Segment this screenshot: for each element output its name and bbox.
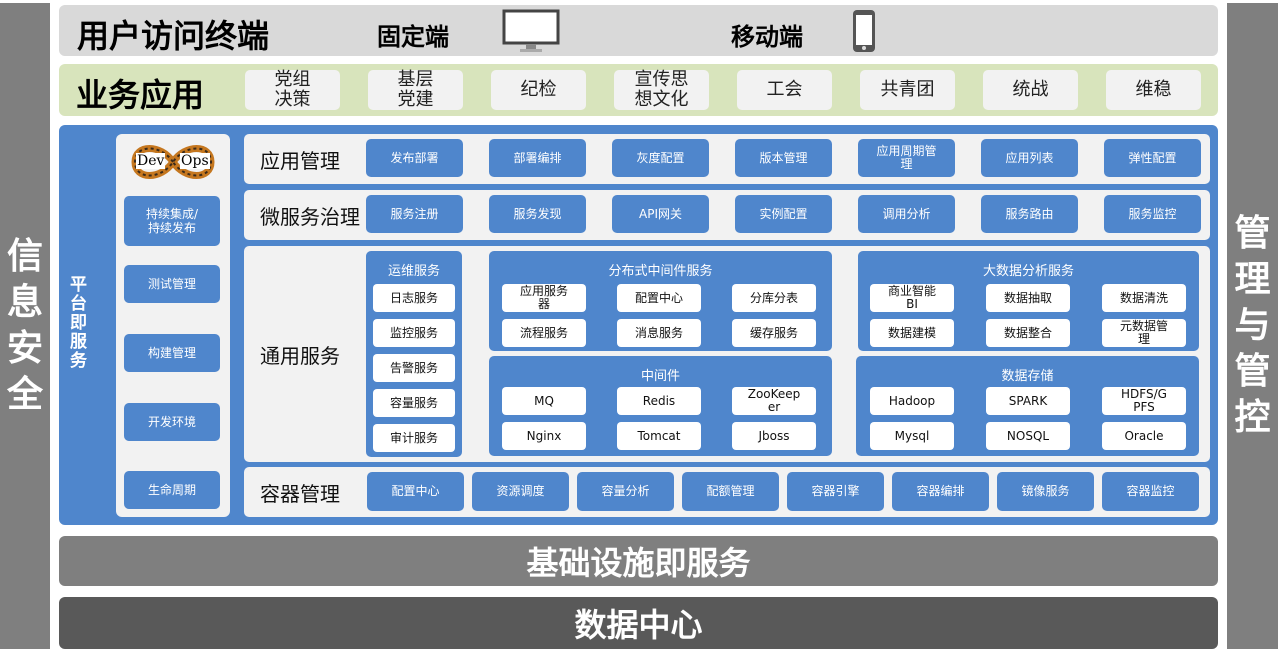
distributed-item[interactable]: 消息服务 — [617, 319, 701, 347]
devops-dev-label: Dev — [136, 153, 166, 169]
storage-item[interactable]: Mysql — [870, 422, 954, 450]
microservice-item[interactable]: 实例配置 — [735, 195, 832, 233]
storage-item[interactable]: NOSQL — [986, 422, 1070, 450]
microservice-item[interactable]: 服务注册 — [366, 195, 463, 233]
devops-ops-label: Ops — [180, 153, 210, 169]
container-item[interactable]: 配额管理 — [682, 472, 779, 511]
iaas-bar: 基础设施即服务 — [59, 536, 1218, 586]
container-item[interactable]: 配置中心 — [367, 472, 464, 511]
iaas-label: 基础设施即服务 — [526, 544, 751, 582]
paas-title: 平台即服务 — [70, 275, 87, 371]
business-item[interactable]: 纪检 — [491, 70, 586, 110]
container-item[interactable]: 容器引擎 — [787, 472, 884, 511]
management-label: 管理与管控 — [1234, 213, 1271, 438]
storage-item[interactable]: SPARK — [986, 387, 1070, 415]
paas-tool-item[interactable]: 开发环境 — [124, 403, 220, 441]
middleware-item[interactable]: ZooKeep er — [732, 387, 816, 415]
storage-panel-title: 数据存储 — [1001, 369, 1054, 384]
storage-item[interactable]: HDFS/G PFS — [1102, 387, 1186, 415]
devops-column — [116, 134, 230, 517]
business-item[interactable]: 党组 决策 — [245, 70, 340, 110]
distributed-item[interactable]: 流程服务 — [502, 319, 586, 347]
paas-tool-item[interactable]: 生命周期 — [124, 471, 220, 509]
business-title: 业务应用 — [76, 76, 205, 114]
container-item[interactable]: 镜像服务 — [997, 472, 1094, 511]
distributed-panel-title: 分布式中间件服务 — [608, 264, 713, 279]
bigdata-item[interactable]: 数据清洗 — [1102, 284, 1186, 312]
ops-item[interactable]: 容量服务 — [373, 389, 455, 417]
app-mgmt-item[interactable]: 部署编排 — [489, 139, 586, 177]
business-item[interactable]: 共青团 — [860, 70, 955, 110]
app-mgmt-item[interactable]: 应用周期管 理 — [858, 139, 955, 177]
storage-item[interactable]: Oracle — [1102, 422, 1186, 450]
common-label: 通用服务 — [260, 343, 340, 368]
phone-icon — [853, 10, 875, 52]
info-security-label: 信息安全 — [6, 236, 43, 415]
business-item[interactable]: 基层 党建 — [368, 70, 463, 110]
paas-tool-item[interactable]: 构建管理 — [124, 334, 220, 372]
app-mgmt-item[interactable]: 版本管理 — [735, 139, 832, 177]
datacenter-label: 数据中心 — [574, 606, 703, 644]
microservice-item[interactable]: 服务路由 — [981, 195, 1078, 233]
middleware-item[interactable]: MQ — [502, 387, 586, 415]
microservice-item[interactable]: 调用分析 — [858, 195, 955, 233]
microservice-item[interactable]: 服务发现 — [489, 195, 586, 233]
ops-item[interactable]: 监控服务 — [373, 319, 455, 347]
middleware-item[interactable]: Redis — [617, 387, 701, 415]
ops-item[interactable]: 告警服务 — [373, 354, 455, 382]
bigdata-item[interactable]: 元数据管 理 — [1102, 319, 1186, 347]
app-mgmt-item[interactable]: 弹性配置 — [1104, 139, 1201, 177]
container-item[interactable]: 容量分析 — [577, 472, 674, 511]
container-item[interactable]: 容器编排 — [892, 472, 989, 511]
monitor-icon — [502, 9, 560, 52]
distributed-item[interactable]: 应用服务 器 — [502, 284, 586, 312]
info-security-bar: 信息安全 — [0, 3, 50, 649]
microservice-item[interactable]: 服务监控 — [1104, 195, 1201, 233]
app-mgmt-item[interactable]: 应用列表 — [981, 139, 1078, 177]
microservice-item[interactable]: API网关 — [612, 195, 709, 233]
app-mgmt-item[interactable]: 发布部署 — [366, 139, 463, 177]
bigdata-item[interactable]: 数据整合 — [986, 319, 1070, 347]
paas-tool-item[interactable]: 测试管理 — [124, 265, 220, 303]
terminal-bar: 用户访问终端 固定端 移动端 — [59, 5, 1218, 56]
fixed-terminal-label: 固定端 — [377, 23, 449, 51]
business-item[interactable]: 统战 — [983, 70, 1078, 110]
bigdata-item[interactable]: 商业智能 BI — [870, 284, 954, 312]
middleware-item[interactable]: Jboss — [732, 422, 816, 450]
distributed-item[interactable]: 配置中心 — [617, 284, 701, 312]
container-item[interactable]: 容器监控 — [1102, 472, 1199, 511]
container-item[interactable]: 资源调度 — [472, 472, 569, 511]
middleware-item[interactable]: Nginx — [502, 422, 586, 450]
devops-infinity-icon — [131, 145, 215, 179]
bigdata-panel-title: 大数据分析服务 — [982, 264, 1074, 279]
mobile-terminal-label: 移动端 — [731, 23, 803, 51]
distributed-item[interactable]: 缓存服务 — [732, 319, 816, 347]
management-bar: 管理与管控 — [1227, 3, 1278, 649]
middleware-panel-title: 中间件 — [640, 369, 680, 384]
middleware-item[interactable]: Tomcat — [617, 422, 701, 450]
storage-item[interactable]: Hadoop — [870, 387, 954, 415]
ops-item[interactable]: 日志服务 — [373, 284, 455, 312]
bigdata-item[interactable]: 数据建模 — [870, 319, 954, 347]
container-label: 容器管理 — [260, 481, 340, 506]
ops-panel-title: 运维服务 — [387, 264, 440, 279]
microservice-label: 微服务治理 — [260, 204, 360, 229]
distributed-item[interactable]: 分库分表 — [732, 284, 816, 312]
bigdata-item[interactable]: 数据抽取 — [986, 284, 1070, 312]
business-item[interactable]: 维稳 — [1106, 70, 1201, 110]
datacenter-bar: 数据中心 — [59, 597, 1218, 649]
business-item[interactable]: 宣传思 想文化 — [614, 70, 709, 110]
terminal-title: 用户访问终端 — [77, 17, 270, 55]
business-item[interactable]: 工会 — [737, 70, 832, 110]
app-mgmt-item[interactable]: 灰度配置 — [612, 139, 709, 177]
app-mgmt-label: 应用管理 — [260, 148, 340, 173]
ops-item[interactable]: 审计服务 — [373, 424, 455, 452]
paas-tool-item[interactable]: 持续集成/ 持续发布 — [124, 196, 220, 246]
